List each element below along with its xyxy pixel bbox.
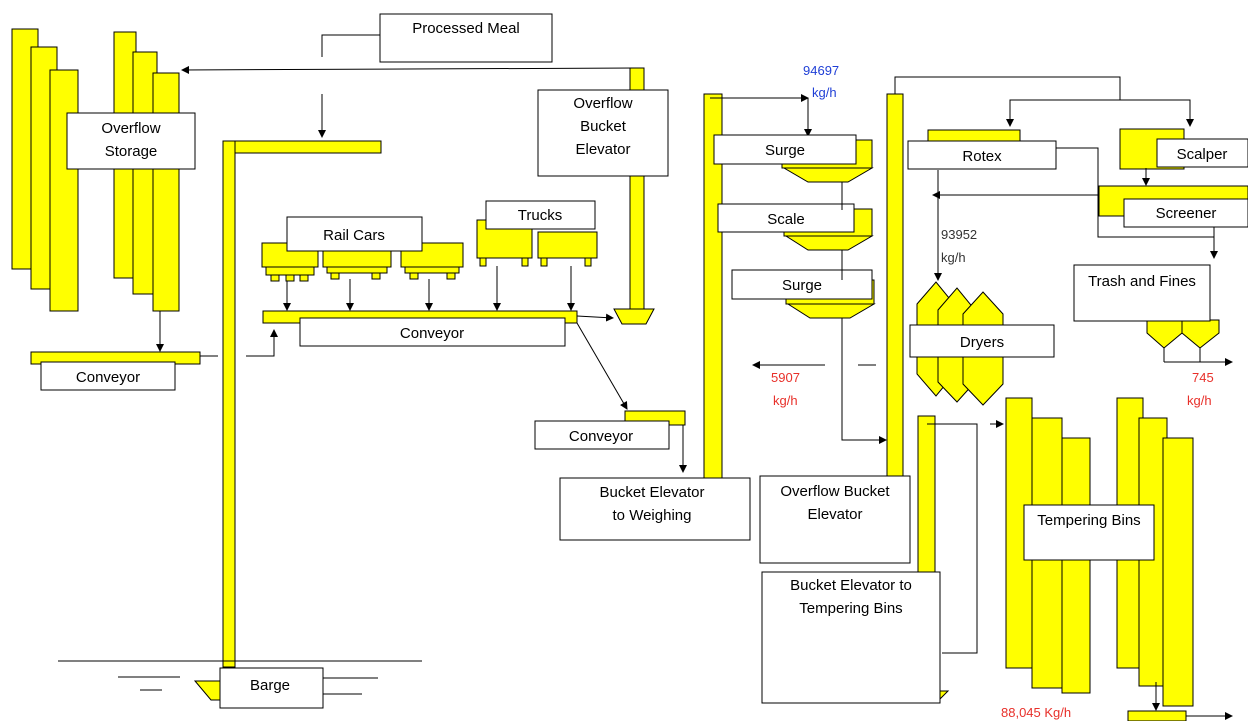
trucks-box: [485, 200, 596, 230]
overflow-bucket-elevator2-label-2: Elevator: [807, 506, 862, 523]
barge-label: Barge: [250, 677, 290, 694]
rotex-box: [907, 140, 1057, 170]
trash-value: 745: [1192, 370, 1214, 385]
loss-value: 5907: [771, 370, 800, 385]
scalper-box: [1156, 138, 1248, 168]
water-lines: [58, 660, 422, 695]
scale-label: Scale: [767, 211, 805, 228]
tempering-return-line: [927, 423, 978, 654]
overflow-storage-box: [66, 112, 196, 170]
dryer-flow-value: 93952: [941, 227, 977, 242]
output-flow: 88,045 Kg/h: [1001, 705, 1071, 720]
dryers-label: Dryers: [960, 334, 1004, 351]
top-to-scalper-arrow: [1120, 99, 1194, 127]
overflow-bucket-elevator2-label-1: Overflow Bucket: [780, 483, 890, 500]
loading-arrows: [283, 266, 575, 311]
scalper-label: Scalper: [1177, 146, 1228, 163]
dryer-flow-unit: kg/h: [941, 250, 966, 265]
dryers-box: [909, 324, 1055, 358]
screener-box: [1123, 198, 1248, 228]
center-conveyor-label: Conveyor: [400, 325, 464, 342]
screener-label: Screener: [1156, 205, 1217, 222]
center-conveyor-box: [299, 317, 566, 347]
rail-cars-box: [286, 216, 423, 252]
rotex-tray: [927, 129, 1021, 143]
scale-box: [717, 203, 855, 233]
loadout-elevator: [222, 140, 236, 668]
surge-top-box: [713, 134, 857, 165]
top-to-rotex-arrow: [894, 76, 1121, 127]
overflow-bucket-elevator2-box: [759, 475, 911, 564]
trash-unit: kg/h: [1187, 393, 1212, 408]
trash-and-fines-box: [1073, 264, 1211, 322]
barge-box: [219, 667, 324, 709]
lower-conveyor-label: Conveyor: [569, 428, 633, 445]
processed-meal-line: [321, 34, 380, 57]
overflow-storage-label-2: Storage: [105, 143, 158, 160]
inflow-unit: kg/h: [812, 85, 837, 100]
bucket-elevator-tempering-label-2: Tempering Bins: [799, 600, 902, 617]
rail-cars-label: Rail Cars: [323, 227, 385, 244]
conveyor-to-boot-arrow: [576, 313, 614, 322]
bucket-elevator-weighing-label-2: to Weighing: [613, 507, 692, 524]
bucket-elevator-weighing-box: [559, 477, 751, 541]
overflow-bucket-elevator-label-3: Elevator: [575, 141, 630, 158]
conveyor-to-lower-arrow: [576, 322, 628, 410]
left-conveyor-box: [40, 361, 176, 391]
left-to-center-arrow: [246, 329, 278, 357]
bucket-elevator-tempering-label-1: Bucket Elevator to: [790, 577, 912, 594]
overflow-storage-silos: [11, 28, 180, 312]
loss-unit: kg/h: [773, 393, 798, 408]
rotex-label: Rotex: [962, 148, 1002, 165]
tempering-bins-box: [1023, 504, 1155, 561]
tempering-bins-label: Tempering Bins: [1037, 512, 1140, 529]
output-conveyor: [1127, 710, 1187, 721]
loadout-top-spout: [227, 140, 382, 154]
surge-bottom-label: Surge: [782, 277, 822, 294]
rotex-to-trash-arrow: [1056, 147, 1218, 259]
bucket-elevator-weighing-label-1: Bucket Elevator: [599, 484, 704, 501]
trucks-label: Trucks: [518, 207, 562, 224]
left-conveyor-label: Conveyor: [76, 369, 140, 386]
overflow-bucket-elevator2-leg: [886, 93, 904, 479]
processed-meal-box: [379, 13, 553, 63]
surge-to-overflow-arrow: [841, 318, 887, 444]
overflow-bucket-elevator-box: [537, 89, 669, 177]
elevator-to-storage-arrow: [181, 65, 637, 74]
trash-and-fines-label: Trash and Fines: [1088, 273, 1196, 290]
lower-conveyor-box: [534, 420, 670, 450]
overflow-storage-label-1: Overflow: [101, 120, 160, 137]
overflow-elevator-boot: [613, 308, 655, 325]
overflow-bucket-elevator-label-2: Bucket: [580, 118, 627, 135]
overflow-bucket-elevator-label-1: Overflow: [573, 95, 632, 112]
surge-top-label: Surge: [765, 142, 805, 159]
surge-bottom-box: [731, 269, 873, 300]
bucket-elevator-tempering-box: [761, 571, 941, 704]
trash-hoppers: [1146, 319, 1220, 349]
processed-meal-label: Processed Meal: [412, 20, 520, 37]
inflow-value: 94697: [803, 63, 839, 78]
